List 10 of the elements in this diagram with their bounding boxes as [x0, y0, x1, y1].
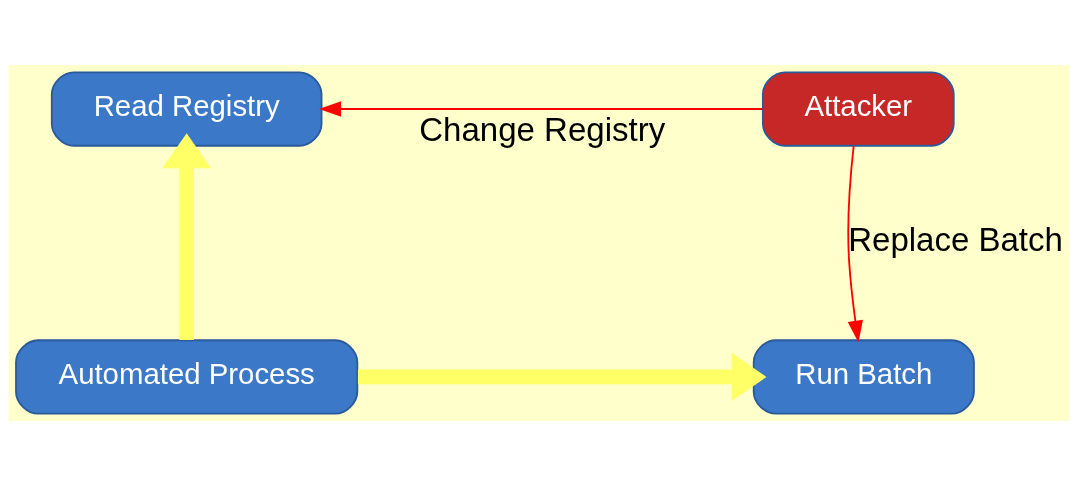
arrow — [162, 133, 212, 341]
arrow — [319, 101, 764, 117]
edge-label: Replace Batch — [848, 221, 1063, 259]
node-box: Attacker — [761, 71, 955, 147]
arrow — [847, 145, 863, 343]
node-box: Run Batch — [752, 339, 975, 415]
node-box: Read Registry — [50, 71, 323, 147]
arrow — [357, 352, 767, 402]
node-box: Automated Process — [15, 339, 359, 415]
edge-label: Change Registry — [419, 110, 666, 148]
